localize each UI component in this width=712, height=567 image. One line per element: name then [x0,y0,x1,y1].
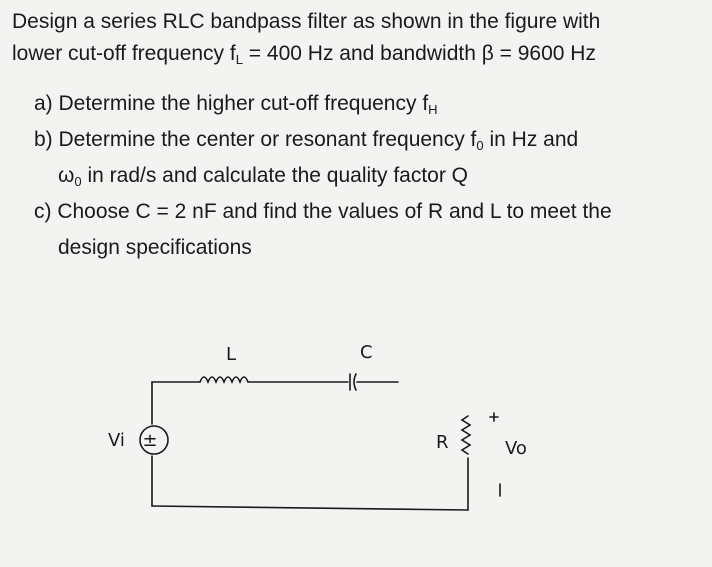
part-c-line-2: design specifications [58,236,252,259]
voltage-source-symbol [139,425,169,455]
fh-subscript: H [428,102,438,117]
omega-symbol: ω [58,164,75,187]
part-c-line-1: c) Choose C = 2 nF and find the values o… [34,200,612,223]
capacitor-symbol [349,373,357,391]
source-label: Vi [108,430,125,451]
intro-line-2: lower cut-off frequency fL = 400 Hz and … [12,38,692,70]
part-a: a) Determine the higher cut-off frequenc… [34,86,694,122]
output-label: Vo [505,438,527,459]
part-a-text: a) Determine the higher cut-off frequenc… [34,92,429,115]
inductor-label: L [226,344,236,365]
inductor-symbol [199,376,249,385]
resistor-symbol [460,415,472,455]
capacitor-label: C [360,342,373,363]
output-plus-mark [489,412,499,422]
question-list: a) Determine the higher cut-off frequenc… [34,86,694,266]
resistor-label: R [436,432,449,453]
intro-line-2-text-b: = 400 Hz and bandwidth β = 9600 Hz [242,42,596,65]
part-b-text-a: b) Determine the center or resonant freq… [34,128,477,151]
fl-subscript: L [235,52,243,67]
source-polarity: ± [142,430,157,451]
part-b-line-1: b) Determine the center or resonant freq… [34,122,694,158]
intro-line-2-text-a: lower cut-off frequency f [12,42,236,65]
part-b-line-2: ω0 in rad/s and calculate the quality fa… [34,158,694,194]
part-b-text-b: in Hz and [483,128,579,151]
omega0-subscript: 0 [74,174,82,189]
problem-statement: Design a series RLC bandpass filter as s… [12,6,692,70]
bottom-wire [151,505,469,511]
part-b-text-c: in rad/s and calculate the quality facto… [81,164,469,187]
f0-subscript: 0 [476,138,484,153]
intro-line-1: Design a series RLC bandpass filter as s… [12,10,601,33]
